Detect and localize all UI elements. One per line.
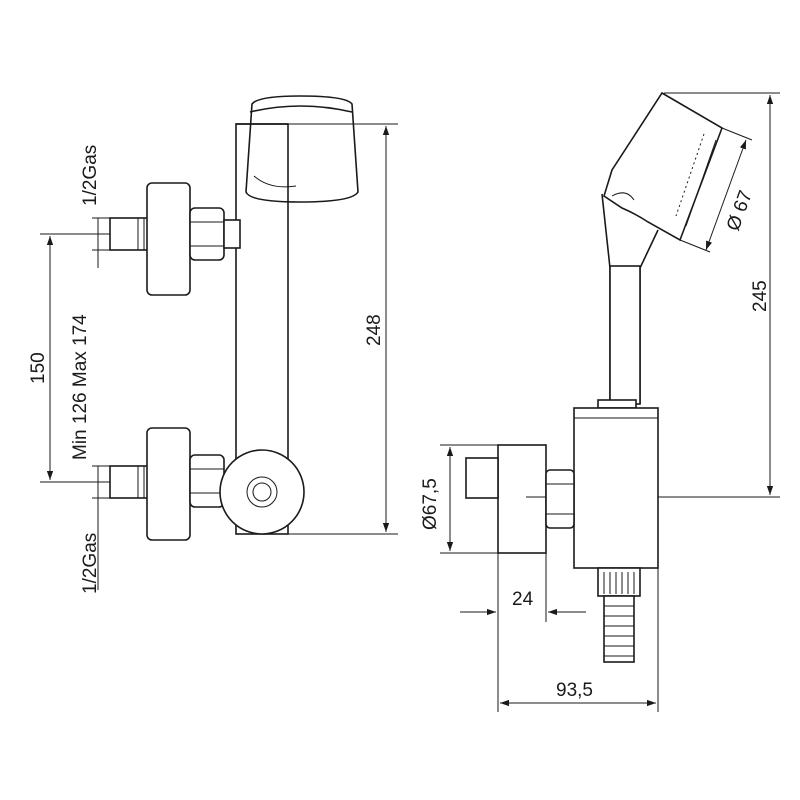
front-top-inlet xyxy=(109,182,241,296)
front-mixer-body xyxy=(219,449,305,535)
side-shower-rod xyxy=(597,193,659,409)
inlet-bottom-thread-label: 1/2Gas xyxy=(80,533,101,594)
front-shower-head xyxy=(245,95,359,203)
side-flange-diameter-dimension xyxy=(440,444,498,554)
inlet-top-thread-label: 1/2Gas xyxy=(80,145,101,206)
front-thread-leaders xyxy=(92,217,112,590)
side-wall-connection xyxy=(465,444,575,554)
side-mixer-body xyxy=(573,407,659,569)
flange-diameter-label: Ø67,5 xyxy=(420,478,441,530)
front-view: 1/2Gas 1/2Gas Min 126 Max 174 150 248 xyxy=(28,95,398,594)
side-view: 245 Ø 67 Ø67,5 24 93,5 xyxy=(420,91,780,712)
depth-label: 93,5 xyxy=(556,680,593,701)
wall-offset-label: 24 xyxy=(512,589,534,610)
spacing-range-label: Min 126 Max 174 xyxy=(70,314,91,460)
head-diameter-label: Ø 67 xyxy=(723,188,757,234)
side-head-diameter-dimension xyxy=(679,127,753,253)
side-hose-outlet xyxy=(597,567,641,663)
side-depth-dimension xyxy=(497,568,659,712)
side-height-label: 245 xyxy=(750,280,771,312)
spacing-nominal-label: 150 xyxy=(28,352,49,384)
side-offset-dimension xyxy=(460,553,586,622)
front-height-dimension xyxy=(288,123,398,535)
front-bottom-inlet xyxy=(109,427,225,541)
side-height-dimension xyxy=(658,92,780,498)
side-hand-shower xyxy=(603,91,723,242)
front-spacing-dimension xyxy=(40,233,110,483)
front-height-label: 248 xyxy=(364,314,385,346)
